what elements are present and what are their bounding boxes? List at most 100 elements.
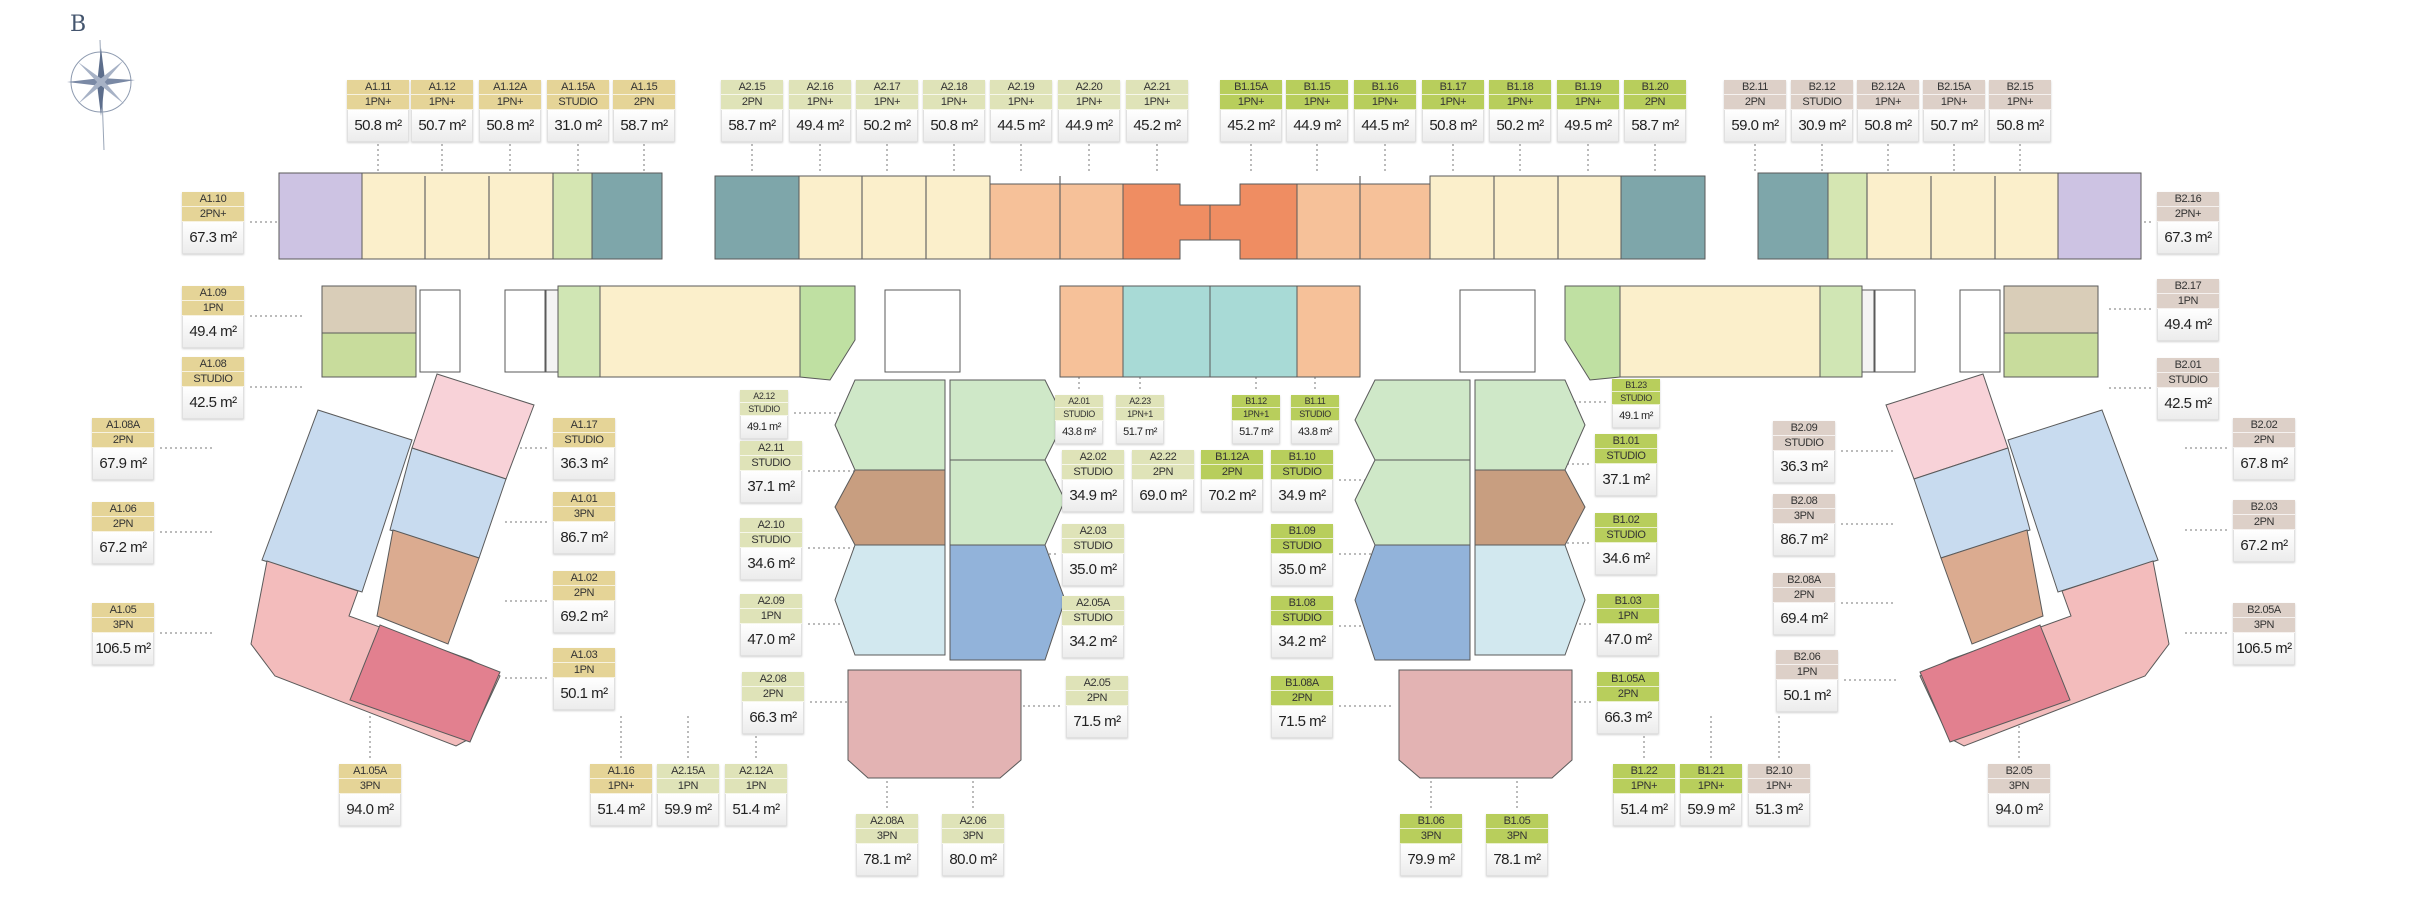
unit-code: B2.16 bbox=[2157, 192, 2219, 207]
unit-area: 50.8 m² bbox=[1989, 110, 2051, 142]
unit-area: 50.8 m² bbox=[479, 110, 541, 142]
unit-type: STUDIO bbox=[740, 533, 802, 548]
unit-code: A2.03 bbox=[1062, 524, 1124, 539]
unit-dark-pink bbox=[1919, 624, 2071, 743]
unit-area: 36.3 m² bbox=[553, 448, 615, 480]
unit-type: 1PN+ bbox=[923, 95, 985, 110]
unit-area: 35.0 m² bbox=[1271, 554, 1333, 586]
unit-code: B1.12A bbox=[1201, 450, 1263, 465]
unit-area: 106.5 m² bbox=[92, 633, 154, 665]
unit-type: 1PN+ bbox=[347, 95, 409, 110]
unit-type: 2PN bbox=[1724, 95, 1786, 110]
unit-area: 34.2 m² bbox=[1062, 626, 1124, 658]
unit-type: 1PN bbox=[1776, 665, 1838, 680]
unit-type: STUDIO bbox=[547, 95, 609, 110]
unit-code: B2.12A bbox=[1857, 80, 1919, 95]
unit-code: B1.15A bbox=[1220, 80, 1282, 95]
unit-type: STUDIO bbox=[1595, 449, 1657, 464]
unit-area: 86.7 m² bbox=[553, 522, 615, 554]
